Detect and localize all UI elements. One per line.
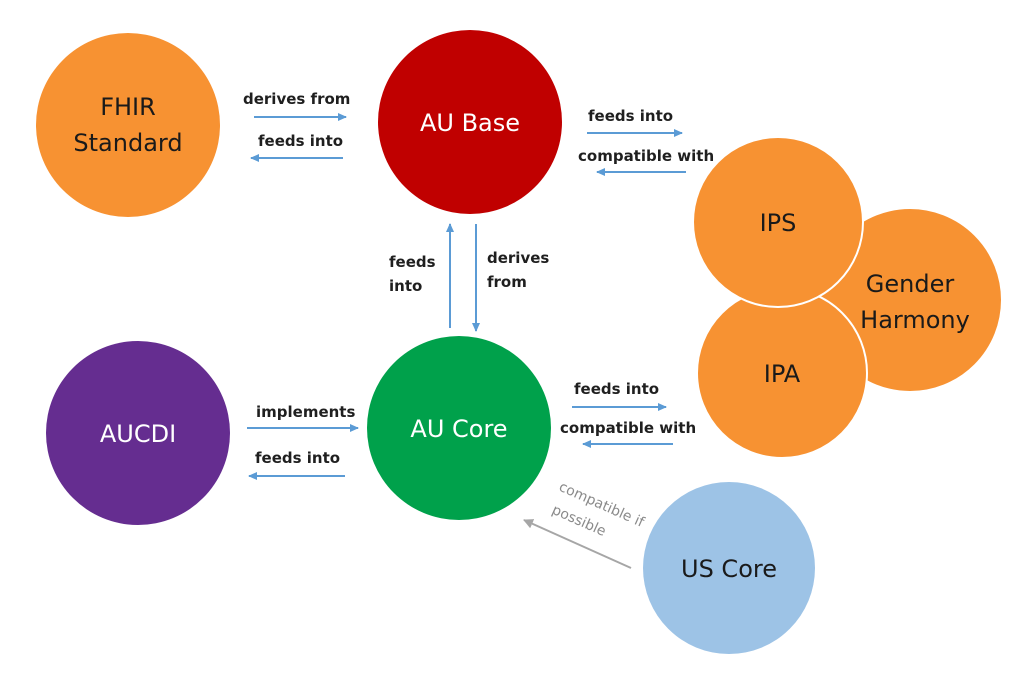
gender-harmony-label-line2: Harmony [860,306,970,334]
gender-harmony-label-line1: Gender [866,270,955,298]
us-core-circle [643,482,815,654]
label-feeds-into: feeds into [255,449,340,467]
edge-au-base-au-core: feeds into derives from [389,223,549,332]
edge-au-base-ips: feeds into compatible with [578,107,714,176]
edge-fhir-au-base: derives from feeds into [243,90,350,162]
label-compatible-with: compatible with [578,147,714,165]
fhir-label-line1: FHIR [100,93,156,121]
label-derives-line1: derives [487,249,549,267]
node-fhir-standard: FHIR Standard [36,33,220,217]
label-derives-from: derives from [243,90,350,108]
label-compatible-with: compatible with [560,419,696,437]
ips-label: IPS [760,209,797,237]
label-feeds-into: feeds into [574,380,659,398]
au-core-label: AU Core [410,415,507,443]
au-base-circle [378,30,562,214]
edge-au-core-ipa: feeds into compatible with [560,380,696,448]
aucdi-circle [46,341,230,525]
edge-us-core-au-core: compatible if possible [523,479,647,569]
aucdi-label: AUCDI [100,420,176,448]
label-feeds-into: feeds into [258,132,343,150]
fhir-label-line2: Standard [73,129,182,157]
node-gender-harmony: Gender Harmony [817,207,1003,393]
node-au-base: AU Base [378,30,562,214]
label-from-line2: from [487,273,527,291]
label-feeds-into: feeds into [588,107,673,125]
label-feeds-line1: feeds [389,253,436,271]
edge-aucdi-au-core: implements feeds into [247,403,359,480]
ipa-label: IPA [764,360,801,388]
au-core-circle [367,336,551,520]
node-aucdi: AUCDI [46,341,230,525]
label-into-line2: into [389,277,422,295]
ips-circle [692,136,864,308]
node-ips: IPS [692,136,864,308]
us-core-label: US Core [681,555,777,583]
node-us-core: US Core [643,482,815,654]
node-ipa: IPA [696,287,868,459]
node-au-core: AU Core [367,336,551,520]
label-implements: implements [256,403,355,421]
arrow-us-core-to-au-core [523,519,632,569]
au-base-label: AU Base [420,109,520,137]
fhir-circle [36,33,220,217]
